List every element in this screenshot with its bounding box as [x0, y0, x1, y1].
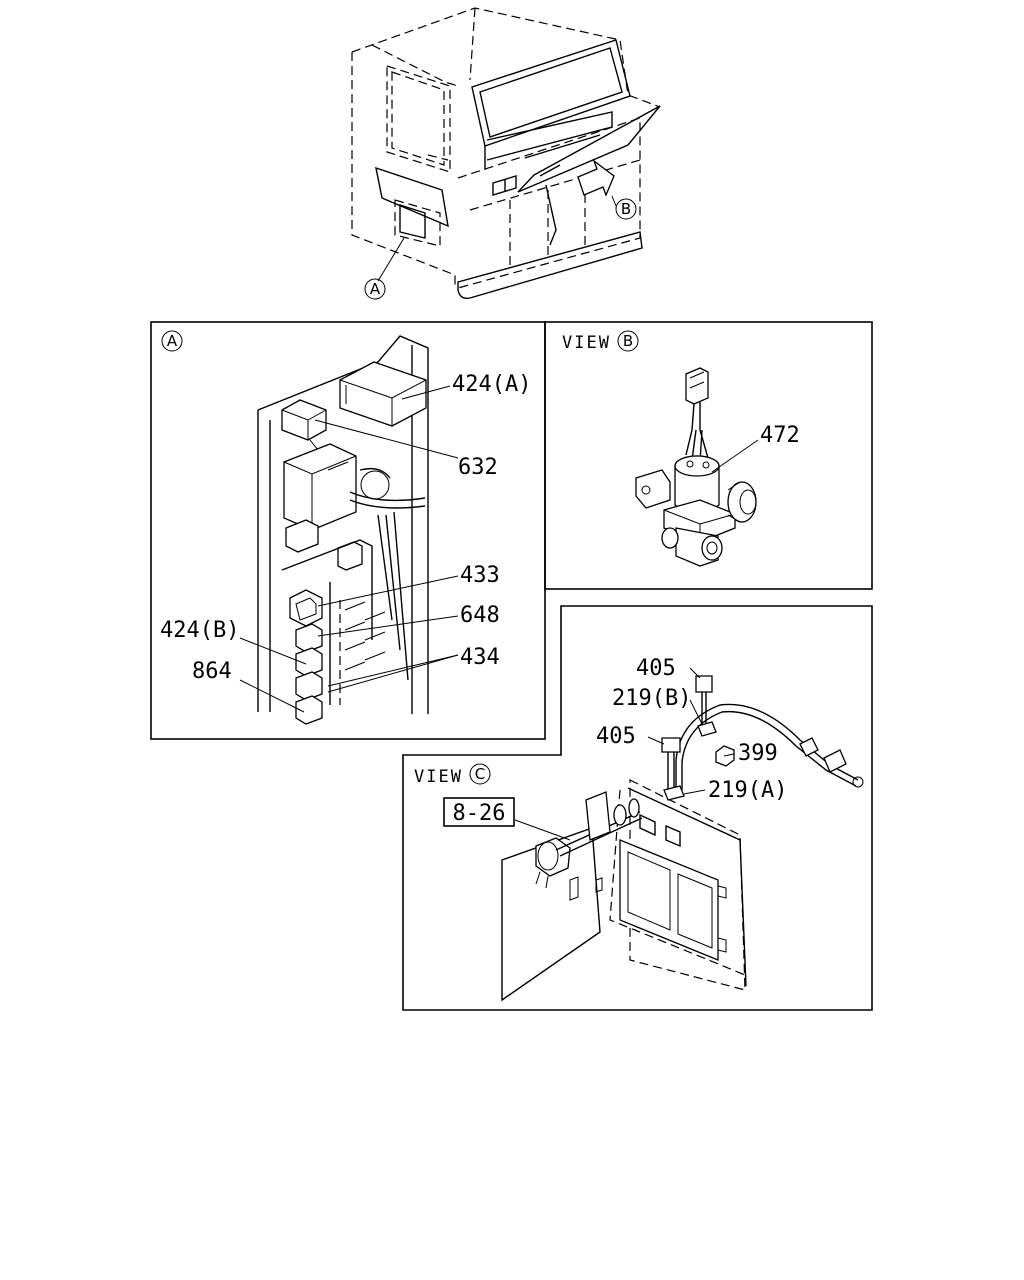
- relay-bracket-illustration: [257, 335, 429, 725]
- svg-text:B: B: [621, 200, 631, 218]
- label-433: 433: [460, 563, 500, 588]
- label-219b: 219(B): [612, 686, 691, 711]
- leader-405-top: [689, 667, 701, 679]
- leader-648: [317, 615, 459, 637]
- leader-424b: [239, 637, 307, 665]
- callout-a-bubble: A: [364, 278, 386, 300]
- leader-433: [317, 575, 459, 607]
- solenoid-valve-illustration: [635, 367, 757, 567]
- door-panel-illustration: [501, 675, 864, 1002]
- leader-405-mid: [647, 736, 665, 745]
- svg-text:B: B: [623, 332, 633, 350]
- label-434: 434: [460, 645, 500, 670]
- label-424b: 424(B): [160, 618, 239, 643]
- leader-864: [239, 679, 305, 713]
- label-632: 632: [458, 455, 498, 480]
- panel-a-title: A: [161, 330, 183, 352]
- reference-8-26-box[interactable]: 8-26: [443, 797, 515, 827]
- leader-219b: [689, 699, 703, 725]
- leader-8-26: [514, 819, 571, 841]
- label-219a: 219(A): [708, 778, 787, 803]
- label-648: 648: [460, 603, 500, 628]
- cab-overview-illustration: [351, 7, 661, 300]
- leader-434-b: [327, 654, 459, 687]
- svg-text:VIEW: VIEW: [414, 767, 463, 787]
- label-864: 864: [192, 659, 232, 684]
- panel-b: VIEW B: [544, 321, 873, 590]
- panel-c-frame: [402, 605, 873, 1011]
- panel-a: A: [150, 321, 546, 740]
- callout-b-bubble: B: [615, 198, 637, 220]
- label-472: 472: [760, 423, 800, 448]
- panel-b-frame: [544, 321, 873, 590]
- panel-c-title: VIEW C: [414, 763, 491, 787]
- leader-399: [723, 753, 735, 757]
- leader-434-a: [327, 654, 459, 693]
- label-405-mid: 405: [596, 724, 636, 749]
- label-405-top: 405: [636, 656, 676, 681]
- svg-text:A: A: [370, 280, 381, 298]
- leader-219a: [683, 789, 706, 795]
- panel-c: VIEW C: [402, 605, 873, 1011]
- leader-472: [711, 439, 759, 473]
- label-8-26: 8-26: [453, 801, 506, 826]
- panel-b-title: VIEW B: [562, 330, 639, 353]
- svg-text:A: A: [167, 332, 178, 350]
- label-399: 399: [738, 741, 778, 766]
- leader-424a: [401, 385, 451, 400]
- svg-text:C: C: [475, 765, 485, 783]
- leader-632: [314, 419, 459, 459]
- svg-text:VIEW: VIEW: [562, 333, 611, 353]
- label-424a: 424(A): [452, 372, 531, 397]
